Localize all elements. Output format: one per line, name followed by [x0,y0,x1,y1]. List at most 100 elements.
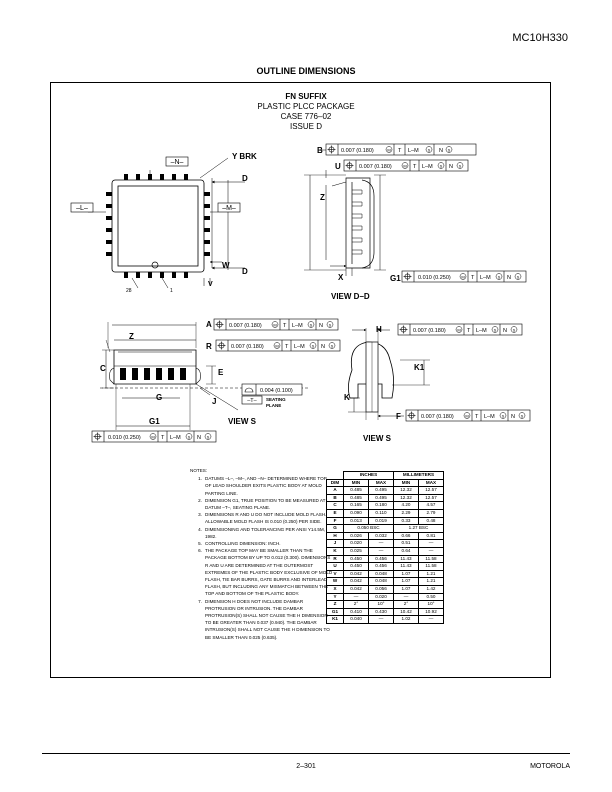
b-label: B [317,146,323,155]
max-header: MAX [368,478,394,488]
datum-t-label: –T– [247,398,257,404]
dim-cell: G [326,524,344,533]
svg-text:T: T [285,344,289,350]
dim-header: DIM [326,478,344,488]
dim-cell: B [326,493,344,503]
svg-text:S: S [428,148,431,153]
value-cell: 0.048 [368,569,394,579]
value-cell: 1.42 [418,584,444,594]
dim-cell: K [326,546,344,556]
datum-m-label: –M– [222,205,236,212]
view-d-d [304,170,386,276]
svg-text:L–M: L–M [294,344,305,350]
value-cell: 0.110 [368,508,394,518]
value-cell: 0.042 [343,584,369,594]
dim-cell: C [326,501,344,510]
value-cell: 4.57 [418,501,444,510]
value-cell: 1.07 [393,569,419,579]
max-header: MAX [418,478,444,488]
tol-frame-a: 0.007 (0.180) M T L–M S N S [213,318,339,331]
tol-frame-r: 0.007 (0.180) M T L–M S N S [215,339,341,352]
top-view [88,157,245,289]
value-cell: — [393,592,419,602]
svg-text:S: S [521,414,524,419]
f-label: F [396,412,401,421]
min-header: MIN [393,478,419,488]
tol-frame-f: 0.007 (0.180) M T L–M S N S [405,409,531,422]
svg-text:S: S [513,328,516,333]
svg-text:S: S [459,164,462,169]
view-s-label: VIEW S [363,434,392,443]
svg-text:M: M [403,164,406,169]
dim-cell: Y [326,592,344,602]
note-item: 5.CONTROLLING DIMENSION: INCH. [198,541,281,547]
value-cell: 0.456 [368,562,394,571]
z-label-side: Z [129,332,134,341]
seating-plane-line1: SEATING [266,397,286,402]
table-row: Y—0.020—0.50 [326,592,444,602]
tol-frame-flatness: 0.004 (0.100) –T– [241,383,303,405]
value-cell: 0.042 [343,569,369,579]
note-item: 6.THE PACKAGE TOP MAY BE SMALLER THAN TH… [198,548,333,597]
value-cell: 11.58 [418,562,444,571]
brand: MOTOROLA [530,763,570,770]
value-cell: — [368,615,394,624]
dimensions-table: INCHES MILLIMETERS DIM MIN MAX MIN MAX A… [326,471,444,624]
svg-text:S: S [331,344,334,349]
svg-text:M: M [273,323,276,328]
dim-cell: R [326,554,344,564]
d-label-bottom: D [242,267,248,276]
value-cell: 0.040 [343,615,369,624]
dim-cell: Z [326,600,344,609]
value-cell: 2° [343,600,369,609]
value-cell: 0.48 [418,516,444,526]
value-cell: 0.485 [343,486,369,495]
g1-label-side: G1 [149,417,160,426]
svg-text:L–M: L–M [408,148,419,154]
note-item: 2.DIMENSION G1, TRUE POSITION TO BE MEAS… [198,497,326,511]
value-cell: 0.013 [343,516,369,526]
notes: NOTES: 1.DATUMS –L–, –M–, AND –N– DETERM… [190,467,340,641]
value-cell: — [418,546,444,556]
page-number: 2–301 [296,763,316,770]
drawing-frame [50,82,551,678]
value-cell: 0.165 [343,501,369,510]
dim-cell: A [326,486,344,495]
value-cell: 10.92 [418,607,444,617]
value-cell: 4.20 [393,501,419,510]
k-label: K [344,393,350,402]
value-cell: 1.27 BSC [393,524,444,533]
value-cell: — [343,592,369,602]
value-cell: 11.43 [393,562,419,571]
value-cell: 0.450 [343,562,369,571]
value-cell: — [368,546,394,556]
svg-text:S: S [310,323,313,328]
svg-text:S: S [448,148,451,153]
x-label: X [338,273,344,282]
svg-text:N: N [197,435,201,441]
value-cell: 0.048 [368,577,394,586]
value-cell: 1.02 [393,615,419,624]
svg-text:S: S [498,275,501,280]
dim-cell: X [326,584,344,594]
value-cell: 0.456 [368,554,394,564]
svg-text:S: S [502,414,505,419]
j-label: J [212,397,216,406]
svg-text:M: M [457,328,460,333]
svg-text:S: S [188,435,191,440]
value-cell: 0.025 [343,546,369,556]
value-cell: 0.032 [368,531,394,541]
svg-text:L–M: L–M [484,414,495,420]
value-cell: 0.056 [368,584,394,594]
dim-cell: F [326,516,344,526]
svg-text:T: T [283,323,287,329]
